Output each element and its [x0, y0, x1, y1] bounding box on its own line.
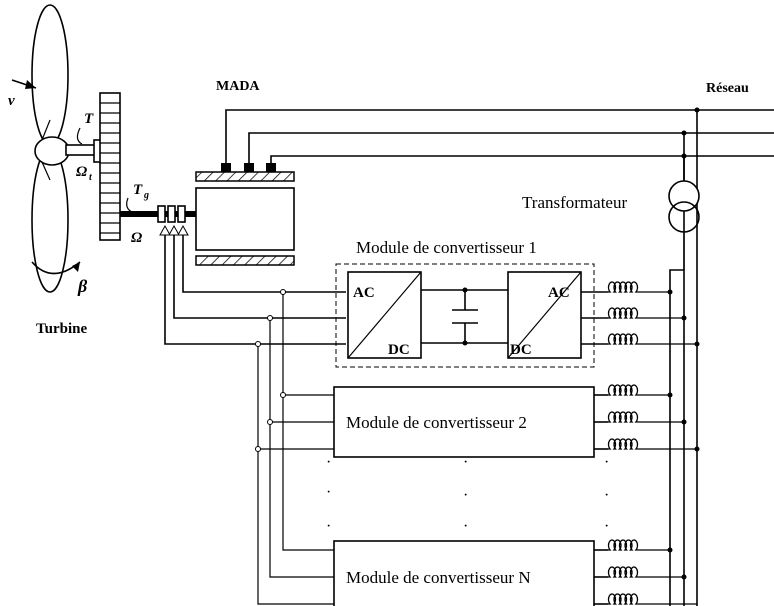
inductor-coil — [607, 566, 639, 578]
mada-label: MADA — [216, 79, 260, 94]
moduleN-label: Module de convertisseur N — [346, 568, 531, 587]
slip-rings — [157, 205, 189, 236]
turbine-torque-label: T — [84, 111, 94, 127]
grid-label: Réseau — [706, 81, 749, 96]
svg-text:·: · — [326, 484, 331, 501]
stator-terminal-3 — [266, 163, 276, 172]
module1-frame — [335, 263, 595, 368]
output-inductors — [607, 281, 639, 605]
inductor-coil — [607, 333, 639, 345]
transformer-label: Transformateur — [522, 193, 627, 212]
rotor-line-c — [164, 235, 346, 345]
stator-bottom — [195, 255, 295, 266]
stator-line-a — [225, 109, 774, 163]
gen-torque-sub: g — [143, 190, 149, 201]
grid-bus-c — [669, 269, 684, 606]
inverter-ac-label: AC — [548, 285, 570, 301]
pitch-label: β — [77, 276, 88, 296]
svg-text:·: · — [604, 454, 609, 471]
svg-text:·: · — [604, 487, 609, 504]
svg-text:·: · — [326, 454, 331, 471]
rotor-bus-2 — [269, 318, 334, 423]
svg-text:·: · — [604, 518, 609, 535]
module-ellipsis: · · · · · · · · · — [326, 454, 609, 535]
bus-junctions — [667, 289, 700, 580]
inductor-coil — [607, 593, 639, 605]
stator-line-c — [270, 155, 774, 163]
turbine-speed-label: Ω — [76, 164, 87, 180]
svg-text:·: · — [326, 518, 331, 535]
wind-arrow — [11, 79, 37, 89]
inductor-coil — [607, 411, 639, 423]
rotor — [195, 187, 295, 251]
inductor-coil — [607, 281, 639, 293]
gearbox — [99, 92, 121, 241]
blade-top — [31, 4, 69, 146]
module1-label: Module de convertisseur 1 — [356, 238, 537, 257]
inductor-coil — [607, 438, 639, 450]
turbine-label: Turbine — [36, 321, 87, 337]
svg-text:·: · — [463, 518, 468, 535]
stator-terminal-2 — [244, 163, 254, 172]
wind-label: v — [8, 93, 15, 109]
inductor-bus-links — [638, 291, 697, 605]
rectifier-ac-label: AC — [353, 285, 375, 301]
inductor-coil — [607, 539, 639, 551]
gen-speed-label: Ω — [131, 230, 142, 246]
inverter-dc-label: DC — [510, 342, 532, 358]
stator-top — [195, 171, 295, 182]
svg-text:·: · — [463, 454, 468, 471]
stator-terminal-1 — [221, 163, 231, 172]
module2-box — [333, 386, 595, 458]
svg-text:·: · — [463, 487, 468, 504]
gen-torque-label: T — [133, 182, 143, 198]
moduleN-box — [333, 540, 595, 606]
blade-bottom — [31, 147, 69, 293]
rectifier-dc-label: DC — [388, 342, 410, 358]
rotor-line-b — [173, 235, 346, 319]
turbine-speed-sub: t — [89, 172, 93, 183]
inductor-coil — [607, 384, 639, 396]
hub — [34, 136, 70, 166]
inductor-coil — [607, 307, 639, 319]
rotor-line-a — [182, 235, 346, 293]
stator-line-b — [248, 132, 774, 163]
module2-label: Module de convertisseur 2 — [346, 413, 527, 432]
turbine-rotor — [31, 4, 103, 293]
